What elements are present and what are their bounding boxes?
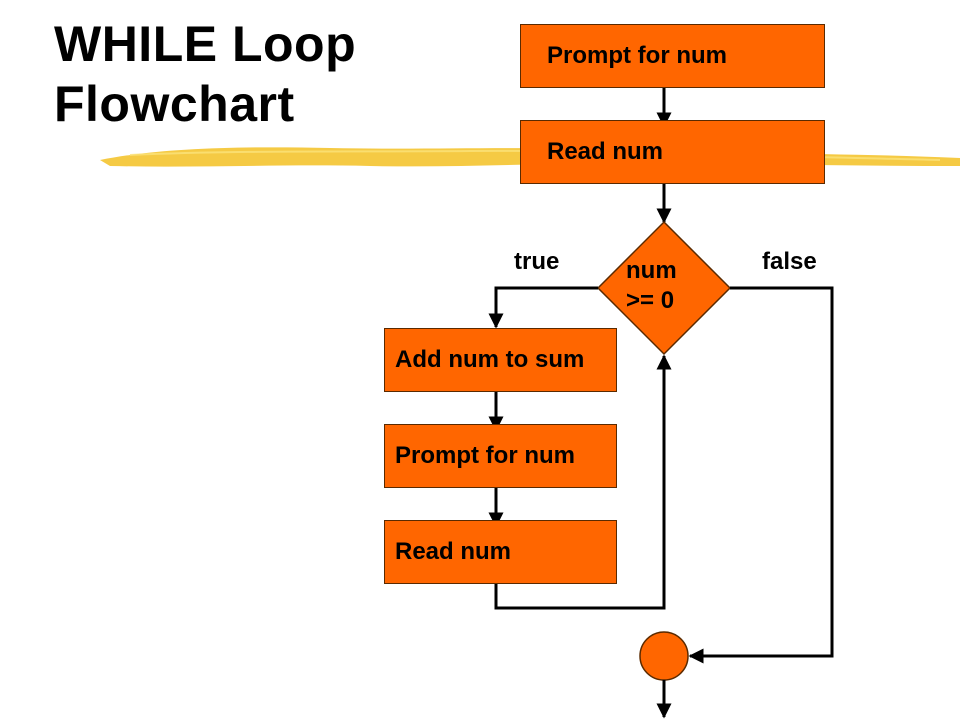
condition-line-1: num bbox=[626, 257, 677, 284]
arrow-loop-back bbox=[494, 354, 672, 610]
end-connector-circle bbox=[639, 631, 689, 681]
arrow-true-branch bbox=[488, 286, 598, 329]
condition-diamond bbox=[596, 220, 732, 356]
process-add-num-to-sum: Add num to sum bbox=[384, 328, 617, 392]
process-label: Read num bbox=[395, 538, 512, 565]
title-line-2: Flowchart bbox=[54, 76, 295, 132]
false-branch-label: false bbox=[762, 248, 817, 275]
title-line-1: WHILE Loop bbox=[54, 16, 357, 72]
process-label: Read num bbox=[547, 138, 664, 165]
condition-label: num >= 0 bbox=[626, 256, 677, 316]
slide-title: WHILE Loop Flowchart bbox=[54, 14, 356, 134]
process-read-num: Read num bbox=[520, 120, 825, 184]
process-prompt-for-num: Prompt for num bbox=[520, 24, 825, 88]
process-label: Prompt for num bbox=[547, 42, 727, 69]
true-branch-label: true bbox=[514, 248, 560, 275]
process-label: Prompt for num bbox=[395, 442, 575, 469]
process-read-num-loop: Read num bbox=[384, 520, 617, 584]
process-label: Add num to sum bbox=[395, 346, 585, 373]
arrow-false-branch bbox=[688, 286, 834, 664]
condition-line-2: >= 0 bbox=[626, 287, 675, 314]
process-prompt-for-num-loop: Prompt for num bbox=[384, 424, 617, 488]
